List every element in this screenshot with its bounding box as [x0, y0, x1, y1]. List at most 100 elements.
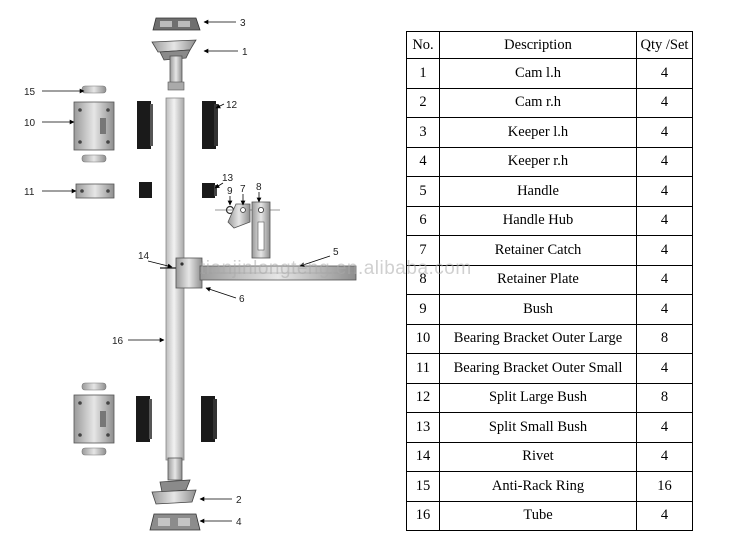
callout-13: 13 — [222, 173, 234, 184]
cell-no: 2 — [406, 87, 440, 118]
cell-description: Tube — [439, 500, 637, 531]
callout-4: 4 — [236, 517, 242, 528]
cell-no: 5 — [406, 176, 440, 207]
cell-no: 12 — [406, 382, 440, 413]
cell-qty: 4 — [636, 294, 693, 325]
cell-qty: 4 — [636, 176, 693, 207]
cell-description: Keeper l.h — [439, 117, 637, 148]
cell-no: 8 — [406, 264, 440, 295]
cell-qty: 4 — [636, 146, 693, 177]
header-qty: Qty /Set — [636, 31, 693, 59]
cell-qty: 4 — [636, 353, 693, 384]
cell-qty: 4 — [636, 500, 693, 531]
callout-8: 8 — [256, 182, 262, 193]
cell-no: 3 — [406, 117, 440, 148]
anti-rack-ring-top-lower — [81, 154, 107, 163]
anti-rack-ring-top — [81, 85, 107, 94]
anti-rack-ring-bottom-lower — [81, 447, 107, 456]
cam-top — [151, 39, 197, 91]
cell-description: Split Large Bush — [439, 382, 637, 413]
cam-bottom — [151, 457, 197, 505]
cell-qty: 16 — [636, 471, 693, 502]
cell-no: 13 — [406, 412, 440, 443]
split-large-bush-bottom — [136, 396, 217, 442]
cell-description: Retainer Catch — [439, 235, 637, 266]
cell-description: Cam l.h — [439, 58, 637, 89]
callout-5: 5 — [333, 247, 339, 258]
cell-description: Keeper r.h — [439, 146, 637, 177]
cell-qty: 8 — [636, 323, 693, 354]
cell-no: 10 — [406, 323, 440, 354]
header-description: Description — [439, 31, 637, 59]
cell-description: Handle Hub — [439, 205, 637, 236]
split-small-bush — [139, 182, 217, 198]
bearing-bracket-small — [75, 183, 115, 199]
cell-description: Bearing Bracket Outer Small — [439, 353, 637, 384]
retainer-assembly — [215, 201, 280, 259]
cell-description: Bearing Bracket Outer Large — [439, 323, 637, 354]
cell-qty: 4 — [636, 117, 693, 148]
callout-15: 15 — [24, 87, 36, 98]
callout-10: 10 — [24, 118, 36, 129]
cell-description: Anti-Rack Ring — [439, 471, 637, 502]
cell-no: 15 — [406, 471, 440, 502]
handle-hub — [175, 257, 203, 289]
callout-12: 12 — [226, 100, 238, 111]
cell-no: 1 — [406, 58, 440, 89]
keeper-top — [152, 17, 201, 31]
callout-16: 16 — [112, 336, 124, 347]
callout-14: 14 — [138, 251, 150, 262]
cell-qty: 8 — [636, 382, 693, 413]
handle — [199, 265, 357, 281]
cell-qty: 4 — [636, 87, 693, 118]
cell-qty: 4 — [636, 441, 693, 472]
anti-rack-ring-bottom — [81, 382, 107, 391]
cell-description: Retainer Plate — [439, 264, 637, 295]
header-no: No. — [406, 31, 440, 59]
table-header-row: No. Description Qty /Set — [406, 31, 693, 59]
callout-1: 1 — [242, 47, 248, 58]
cell-description: Bush — [439, 294, 637, 325]
cell-qty: 4 — [636, 58, 693, 89]
callout-2: 2 — [236, 495, 242, 506]
cell-no: 11 — [406, 353, 440, 384]
cell-no: 7 — [406, 235, 440, 266]
cell-description: Split Small Bush — [439, 412, 637, 443]
cell-qty: 4 — [636, 205, 693, 236]
split-large-bush-top — [137, 101, 218, 149]
callout-7: 7 — [240, 184, 246, 195]
bearing-bracket-large-bottom — [73, 394, 115, 444]
leader-arrows — [42, 19, 331, 524]
cell-description: Cam r.h — [439, 87, 637, 118]
callout-3: 3 — [240, 18, 246, 29]
cell-description: Rivet — [439, 441, 637, 472]
cell-qty: 4 — [636, 412, 693, 443]
cell-no: 14 — [406, 441, 440, 472]
cell-no: 16 — [406, 500, 440, 531]
keeper-bottom — [149, 513, 201, 531]
exploded-parts-diagram: 3 1 15 10 12 11 13 9 7 8 14 5 6 16 2 4 — [24, 17, 357, 531]
bearing-bracket-large-top — [73, 101, 115, 151]
cell-qty: 4 — [636, 264, 693, 295]
callout-11: 11 — [24, 187, 35, 198]
cell-no: 6 — [406, 205, 440, 236]
cell-description: Handle — [439, 176, 637, 207]
